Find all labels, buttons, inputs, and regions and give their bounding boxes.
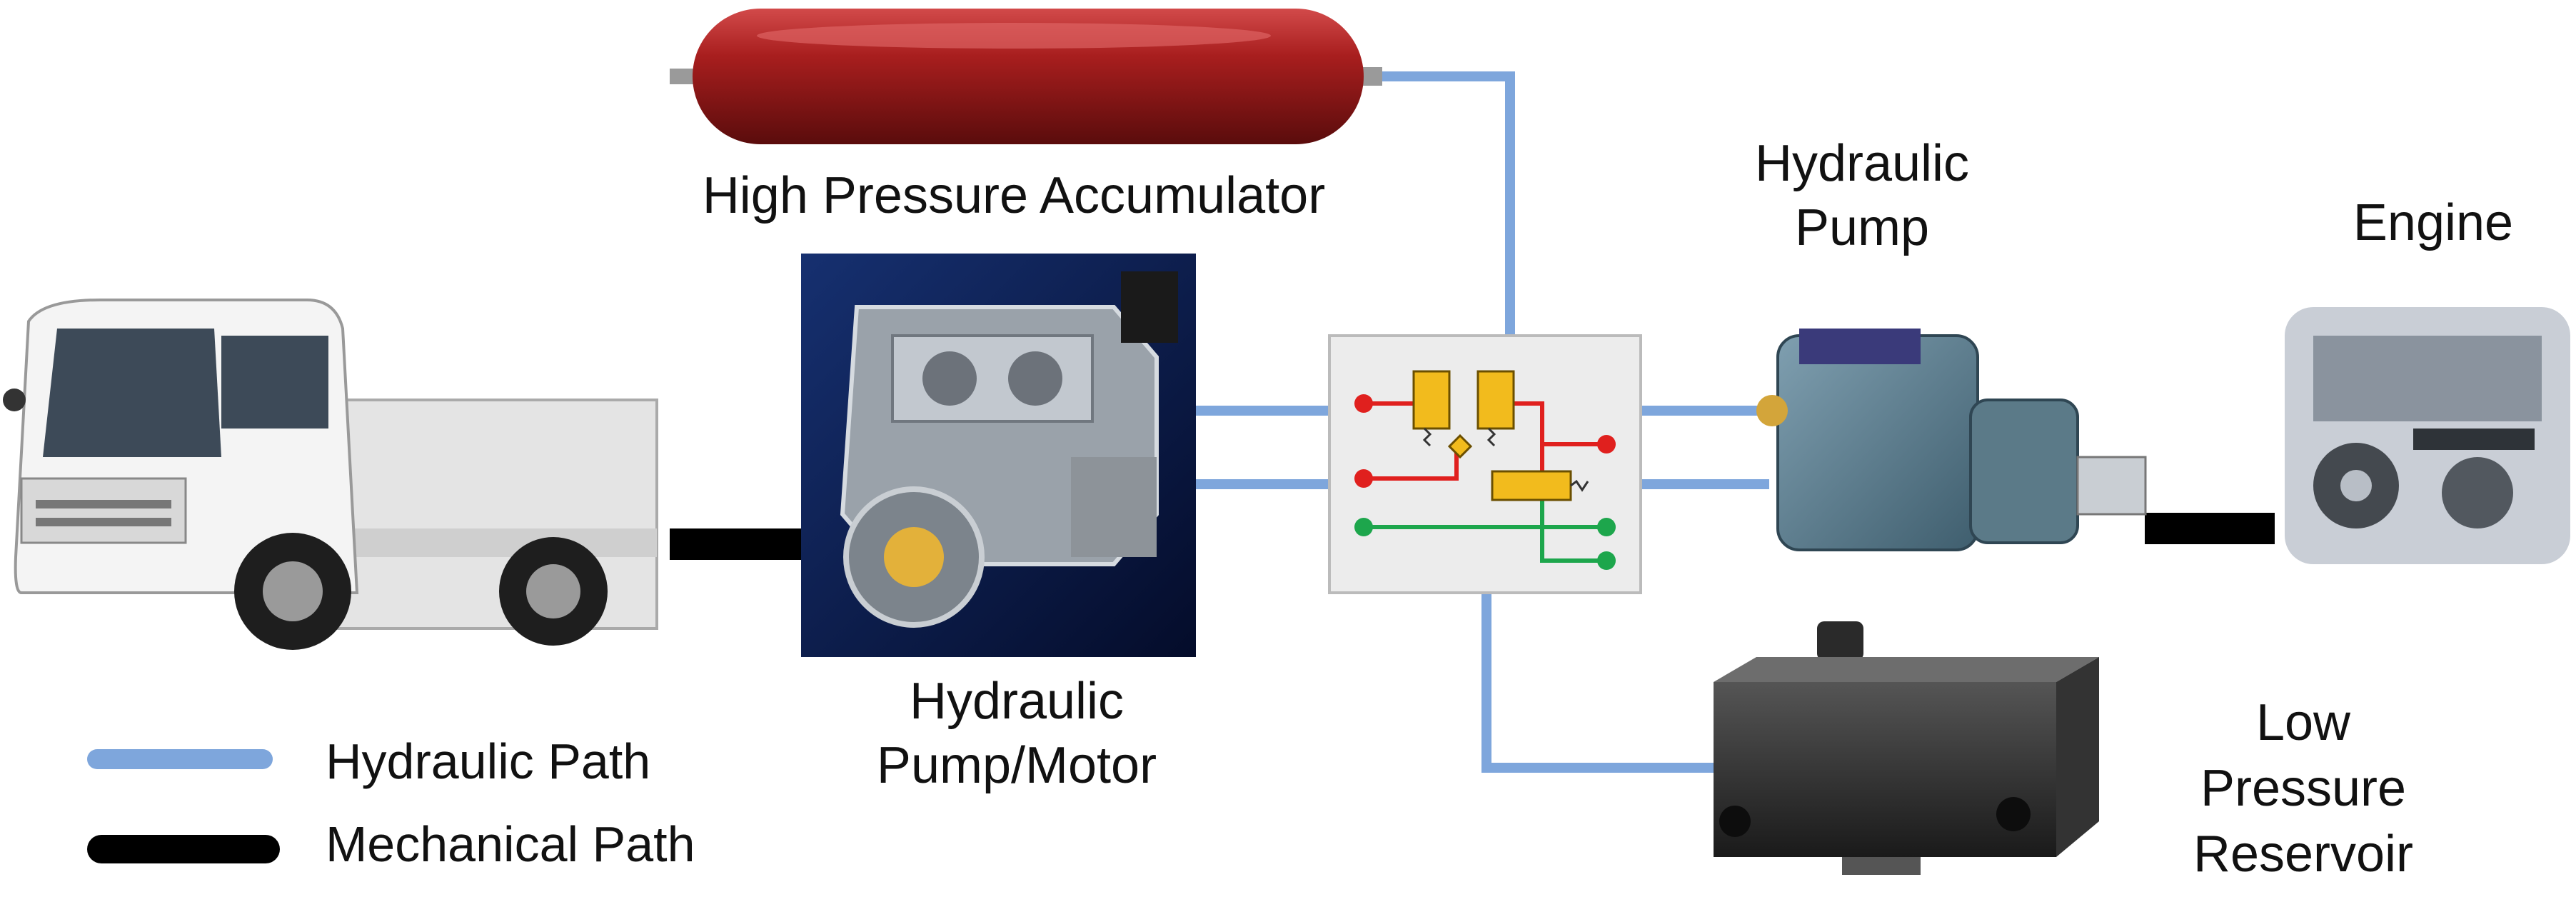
legend-mechanical-label: Mechanical Path [326,816,695,872]
reservoir-line [1481,593,1714,773]
reservoir-label-line2: Pressure [2200,760,2406,817]
legend-hydraulic-label: Hydraulic Path [326,733,650,789]
reservoir-label-line1: Low [2256,694,2351,751]
pump-motor-label-line2: Pump/Motor [877,737,1157,794]
legend-mechanical-swatch [87,835,280,863]
truck-shaft [670,528,804,560]
reservoir-tank-image [1714,621,2099,875]
engine-shaft [2145,513,2275,544]
engine-image [2285,307,2570,564]
hydraulic-pump-image [1756,329,2147,551]
hydraulic-connections [1192,71,1769,773]
mechanical-connections [670,513,2275,560]
pump-label: Hydraulic Pump [1755,135,1969,256]
pump-motor-label: Hydraulic Pump/Motor [877,673,1157,794]
engine-label: Engine [2353,194,2513,251]
legend-hydraulic-swatch [87,749,273,769]
reservoir-label-line3: Reservoir [2193,826,2413,883]
hydraulic-pump-motor-image [801,254,1196,657]
truck-image [3,299,658,650]
reservoir-label: Low Pressure Reservoir [2193,694,2413,883]
pump-motor-label-line1: Hydraulic [910,673,1124,730]
accumulator-line [1378,71,1515,336]
accumulator-label: High Pressure Accumulator [703,167,1325,224]
valve-schematic-image [1328,334,1642,594]
accumulator-tank-image [670,9,1382,144]
pump-label-line2: Pump [1795,199,1929,256]
pump-label-line1: Hydraulic [1755,135,1969,192]
legend: Hydraulic Path Mechanical Path [87,733,695,872]
